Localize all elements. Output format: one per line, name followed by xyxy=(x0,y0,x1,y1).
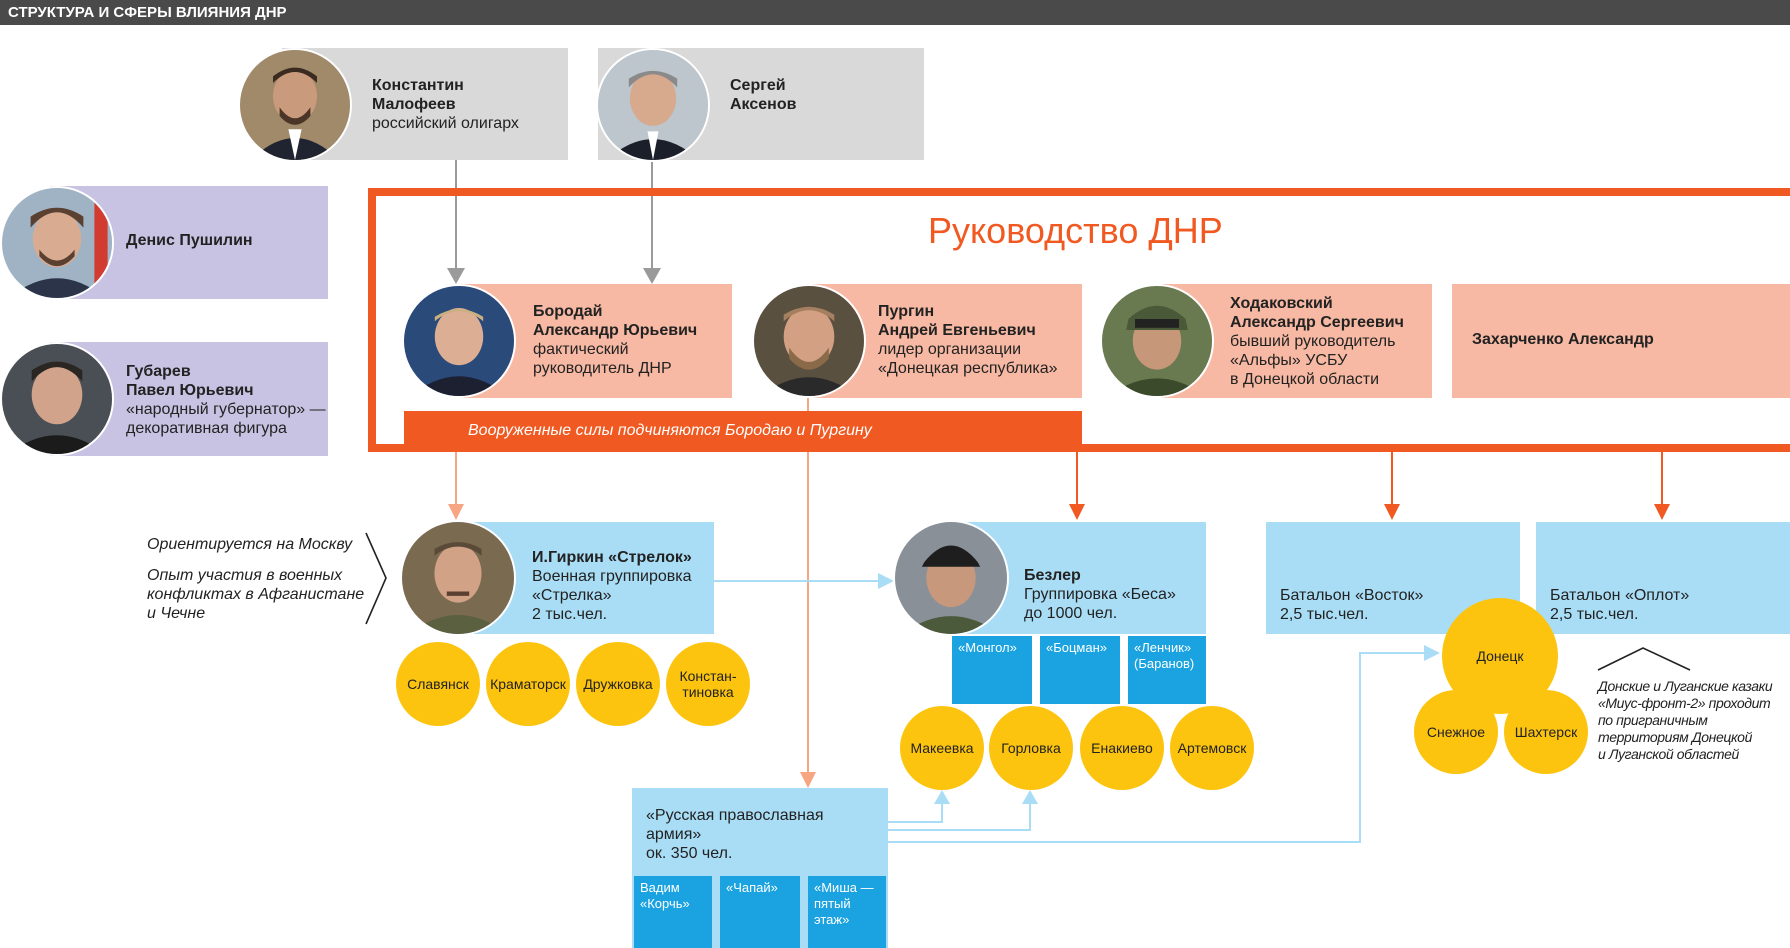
group-name: И.Гиркин «Стрелок» xyxy=(532,549,692,566)
leader-box-zakharchenko: Захарченко Александр xyxy=(1452,284,1790,398)
arrowhead-gorlovka xyxy=(1022,790,1038,804)
girkin-note-line: и Чечне xyxy=(147,605,206,622)
girkin-note-experience: Опыт участия в военных конфликтах в Афга… xyxy=(147,566,364,623)
arrowhead-oplot xyxy=(1654,504,1670,520)
girkin-note-moscow: Ориентируется на Москву xyxy=(147,536,353,553)
city-makeevka: Макеевка xyxy=(900,706,984,790)
cossacks-note-line: и Луганской областей xyxy=(1598,746,1739,762)
leader-box-khodakovsky: Ходаковский Александр Сергеевич бывший р… xyxy=(1162,284,1432,398)
backer-name-line2: Малофеев xyxy=(372,96,456,113)
city-gorlovka: Горловка xyxy=(989,706,1073,790)
portrait-boroday xyxy=(402,284,516,398)
side-name-line2: Павел Юрьевич xyxy=(126,382,254,399)
city-snezhnoe: Снежное xyxy=(1414,690,1498,774)
leader-name-line1: Бородай xyxy=(533,303,603,320)
arrowhead-girkin xyxy=(448,504,464,520)
cossacks-roof-mark xyxy=(1597,647,1691,671)
side-name-line1: Губарев xyxy=(126,363,191,380)
leader-box-purgin: Пургин Андрей Евгеньевич лидер организац… xyxy=(812,284,1082,398)
leader-role-line1: фактический xyxy=(533,341,629,358)
arrowhead-roa xyxy=(800,772,816,788)
roa-line3: ок. 350 чел. xyxy=(646,845,733,862)
cossacks-note-line: «Миус-фронт-2» проходит xyxy=(1598,695,1771,711)
portrait-khodakovsky xyxy=(1100,284,1214,398)
roa-line2: армия» xyxy=(646,826,702,843)
group-desc-line2: до 1000 чел. xyxy=(1024,605,1118,622)
group-desc-line3: 2 тыс.чел. xyxy=(532,606,608,623)
city-konstantinovka: Констан- тиновка xyxy=(666,642,750,726)
arrowhead-vostok xyxy=(1384,504,1400,520)
side-role-line1: «народный губернатор» — xyxy=(126,401,326,418)
cossacks-note: Донские и Луганские казаки «Миус-фронт-2… xyxy=(1598,678,1773,763)
leader-role-line2: «Альфы» УСБУ xyxy=(1230,352,1348,369)
arrowhead-aksenov xyxy=(643,268,661,284)
tag-mongol: «Монгол» xyxy=(952,636,1032,704)
backer-name-line1: Сергей xyxy=(730,77,786,94)
arrow-roa-to-donetsk xyxy=(888,652,1426,843)
leader-name-line2: Александр Сергеевич xyxy=(1230,314,1404,331)
leader-role-line2: руководитель ДНР xyxy=(533,360,672,377)
backer-name-line1: Константин xyxy=(372,77,464,94)
side-role-line2: декоративная фигура xyxy=(126,420,287,437)
arrow-roa-to-gorlovka xyxy=(888,800,1031,831)
leader-name-line1: Ходаковский xyxy=(1230,295,1333,312)
group-name: Батальон «Оплот» xyxy=(1550,587,1690,604)
group-box-oplot: Батальон «Оплот» 2,5 тыс.чел. xyxy=(1536,522,1790,634)
leader-role-line3: в Донецкой области xyxy=(1230,371,1380,388)
cossacks-note-line: Донские и Луганские казаки xyxy=(1598,678,1773,694)
city-kramatorsk: Краматорск xyxy=(486,642,570,726)
leader-role-line1: лидер организации xyxy=(878,341,1022,358)
city-shakhtersk: Шахтерск xyxy=(1504,690,1588,774)
arrowhead-malofeev xyxy=(447,268,465,284)
arrowhead-girkin-bezler xyxy=(878,573,894,589)
city-slavyansk: Славянск xyxy=(396,642,480,726)
portrait-malofeev xyxy=(238,48,352,162)
tag-misha: «Миша — пятый этаж» xyxy=(808,876,886,948)
side-name: Денис Пушилин xyxy=(126,232,253,249)
portrait-gubarev xyxy=(0,342,114,456)
portrait-aksenov xyxy=(596,48,710,162)
group-desc-line1: Военная группировка xyxy=(532,568,692,585)
girkin-note-bracket xyxy=(365,532,387,625)
arrowhead-makeevka xyxy=(934,790,950,804)
tag-chapay: «Чапай» xyxy=(720,876,800,948)
page-header: СТРУКТУРА И СФЕРЫ ВЛИЯНИЯ ДНР xyxy=(0,0,1790,25)
leader-name: Захарченко Александр xyxy=(1472,331,1654,348)
backer-name-line2: Аксенов xyxy=(730,96,797,113)
backer-role: российский олигарх xyxy=(372,115,519,132)
group-size: 2,5 тыс.чел. xyxy=(1550,606,1639,623)
girkin-note-line: Опыт участия в военных xyxy=(147,567,343,584)
group-desc-line2: «Стрелка» xyxy=(532,587,612,604)
city-druzhkovka: Дружковка xyxy=(576,642,660,726)
portrait-purgin xyxy=(752,284,866,398)
group-name: Безлер xyxy=(1024,567,1081,584)
arrowhead-bezler xyxy=(1069,504,1085,520)
portrait-bezler xyxy=(893,520,1009,636)
armed-forces-note: Вооруженные силы подчиняются Бородаю и П… xyxy=(404,411,1082,451)
city-artemovsk: Артемовск xyxy=(1170,706,1254,790)
leader-name-line1: Пургин xyxy=(878,303,935,320)
leader-name-line2: Андрей Евгеньевич xyxy=(878,322,1036,339)
tag-vadim-korch: Вадим «Корчь» xyxy=(634,876,712,948)
leader-role-line1: бывший руководитель xyxy=(1230,333,1396,350)
group-desc-line1: Группировка «Беса» xyxy=(1024,586,1176,603)
tag-botsman: «Боцман» xyxy=(1040,636,1120,704)
leader-role-line2: «Донецкая республика» xyxy=(878,360,1058,377)
leadership-title: Руководство ДНР xyxy=(928,210,1223,251)
city-enakievo: Енакиево xyxy=(1080,706,1164,790)
tag-lenchik: «Ленчик» (Баранов) xyxy=(1128,636,1206,704)
cossacks-note-line: территориям Донецкой xyxy=(1598,729,1752,745)
portrait-pushilin xyxy=(0,186,114,300)
arrow-roa-to-makeevka xyxy=(888,800,943,823)
portrait-girkin xyxy=(400,520,516,636)
arrowhead-donetsk xyxy=(1424,645,1440,661)
girkin-note-line: конфликтах в Афганистане xyxy=(147,586,365,603)
leader-name-line2: Александр Юрьевич xyxy=(533,322,698,339)
group-size: 2,5 тыс.чел. xyxy=(1280,606,1369,623)
roa-line1: «Русская православная xyxy=(646,807,824,824)
group-name: Батальон «Восток» xyxy=(1280,587,1424,604)
cossacks-note-line: по приграничным xyxy=(1598,712,1708,728)
